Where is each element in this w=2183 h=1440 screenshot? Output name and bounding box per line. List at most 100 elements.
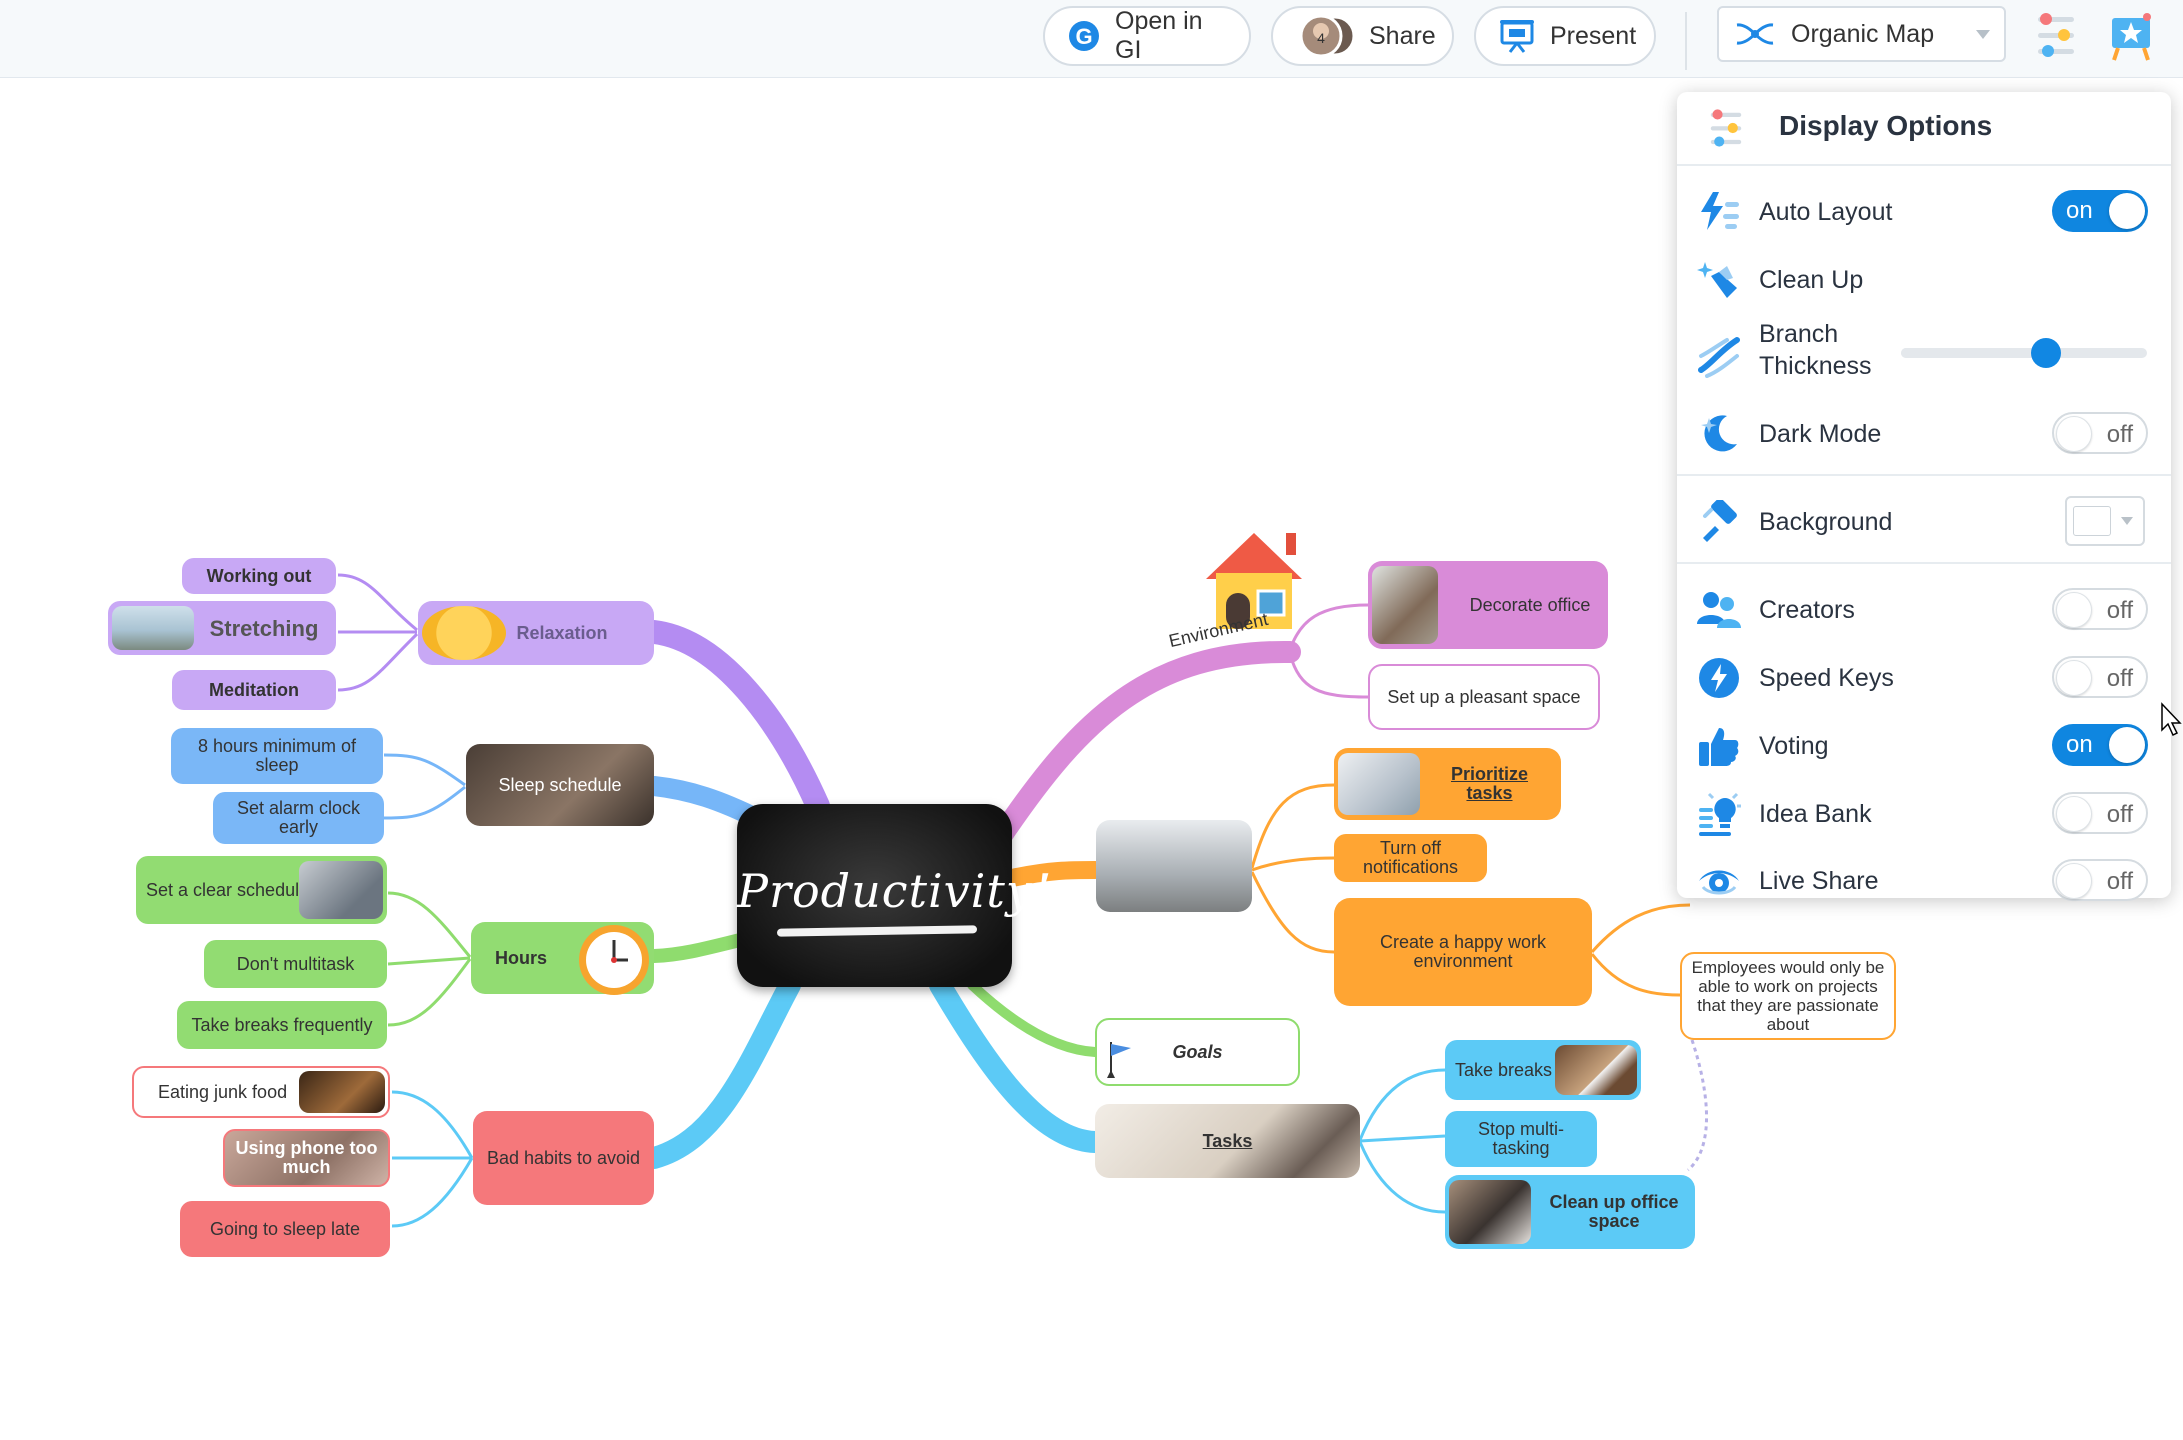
node-working-out[interactable]: Working out [182, 558, 336, 594]
node-bad-habits[interactable]: Bad habits to avoid [473, 1111, 654, 1205]
toggle-knob [2056, 660, 2092, 696]
node-label: 8 hours minimum of sleep [197, 736, 357, 775]
present-button[interactable]: Present [1474, 6, 1656, 66]
node-hours[interactable]: Hours [471, 922, 654, 995]
panel-pointer [2037, 80, 2067, 94]
live-share-toggle[interactable]: off [2052, 859, 2148, 901]
node-junk-food[interactable]: Eating junk food [132, 1066, 390, 1118]
node-label: Decorate office [1469, 594, 1591, 615]
present-icon [1500, 20, 1534, 53]
node-clear-schedule[interactable]: Set a clear schedule [136, 856, 387, 924]
node-label: Set alarm clock early [236, 798, 361, 837]
toggle-knob [2109, 193, 2145, 229]
themes-button[interactable] [2102, 6, 2160, 64]
node-label: Stretching [209, 615, 319, 641]
magic-easel-icon [2112, 13, 2151, 61]
auto-layout-toggle[interactable]: on [2052, 190, 2148, 232]
option-label: Creators [1759, 596, 1855, 624]
clean-office-image [1449, 1180, 1531, 1244]
node-take-breaks[interactable]: Take breaks [1445, 1040, 1641, 1100]
node-living-room-image[interactable] [1096, 820, 1252, 912]
node-turn-off-notifications[interactable]: Turn off notifications [1334, 834, 1487, 882]
node-label: Set up a pleasant space [1387, 686, 1581, 707]
creators-toggle[interactable]: off [2052, 588, 2148, 630]
speed-keys-icon [1699, 658, 1739, 698]
node-label: Goals [1172, 1041, 1223, 1062]
node-label: Bad habits to avoid [486, 1147, 641, 1168]
layout-select[interactable]: Organic Map [1717, 6, 2006, 62]
toggle-state: off [2106, 665, 2133, 692]
node-label: Going to sleep late [209, 1218, 361, 1239]
node-clean-office[interactable]: Clean up office space [1445, 1175, 1695, 1249]
node-decorate-office[interactable]: Decorate office [1368, 561, 1608, 649]
node-label: Tasks [1202, 1130, 1253, 1151]
node-dont-multitask[interactable]: Don't multitask [204, 940, 387, 988]
node-pleasant-space[interactable]: Set up a pleasant space [1368, 664, 1600, 730]
node-alarm[interactable]: Set alarm clock early [213, 792, 384, 844]
option-label-line1: Branch [1759, 320, 1839, 348]
toggle-knob [2056, 416, 2092, 452]
node-label: Set a clear schedule [146, 879, 310, 900]
toggle-state: off [2106, 801, 2133, 828]
display-options-button[interactable] [2027, 6, 2085, 64]
node-label: Relaxation [516, 622, 608, 643]
node-phone[interactable]: Using phone too much [223, 1129, 390, 1187]
speed-keys-toggle[interactable]: off [2052, 656, 2148, 698]
node-label: Working out [206, 565, 312, 586]
node-label: Meditation [209, 679, 299, 700]
node-employees[interactable]: Employees would only be able to work on … [1680, 952, 1896, 1040]
central-topic[interactable]: Productivity! [737, 804, 1051, 987]
dark-mode-toggle[interactable]: off [2052, 412, 2148, 454]
branch-relaxation [642, 620, 830, 818]
coffee-image [1555, 1045, 1637, 1095]
option-clean-up[interactable]: Clean Up [1677, 248, 2171, 308]
layout-select-value: Organic Map [1791, 19, 1935, 48]
option-label-line2: Thickness [1759, 352, 1872, 380]
eye-icon [1699, 870, 1739, 895]
option-label: Clean Up [1759, 266, 1864, 294]
node-meditation[interactable]: Meditation [172, 670, 336, 710]
open-in-gi-button[interactable]: G Open in GI [1043, 6, 1251, 66]
toggle-knob [2056, 592, 2092, 628]
option-label: Idea Bank [1759, 800, 1872, 828]
node-sleep-schedule[interactable]: Sleep schedule [466, 744, 654, 826]
collaborator-avatars: 4 [1299, 14, 1355, 58]
branch-hours [647, 933, 747, 963]
node-label: Stop multi-tasking [1477, 1119, 1565, 1158]
share-label: Share [1369, 21, 1436, 50]
toggle-state: off [2106, 421, 2133, 448]
option-auto-layout: Auto Layout on [1677, 180, 2171, 240]
mindmap-canvas[interactable] [0, 78, 2183, 1440]
node-tasks[interactable]: Tasks [1095, 1104, 1360, 1178]
lightning-layout-icon [1701, 192, 1739, 230]
node-label: Turn off notifications [1362, 838, 1459, 877]
mouse-cursor-icon [2161, 702, 2182, 737]
node-goals[interactable]: Goals [1095, 1018, 1300, 1086]
svg-text:4: 4 [1317, 30, 1325, 46]
branch-goals [967, 980, 1100, 1057]
node-eight-hours[interactable]: 8 hours minimum of sleep [171, 728, 383, 784]
color-swatch [2073, 506, 2111, 536]
stretching-image [112, 606, 194, 650]
option-label: Dark Mode [1759, 420, 1882, 448]
option-label: Live Share [1759, 867, 1879, 895]
idea-bank-toggle[interactable]: off [2052, 792, 2148, 834]
node-happy-environment[interactable]: Create a happy work environment [1334, 898, 1592, 1006]
slider-thumb[interactable] [2030, 338, 2061, 368]
node-sleep-late[interactable]: Going to sleep late [180, 1201, 390, 1257]
node-label: Take breaks frequently [191, 1014, 373, 1035]
display-options-panel: Display Options Auto Layout on Clean Up … [1677, 92, 2171, 901]
prioritize-image [1338, 753, 1420, 815]
branch-thickness-slider[interactable] [1901, 338, 2147, 368]
open-in-gi-label: Open in GI [1115, 7, 1203, 64]
node-label: Hours [495, 947, 548, 968]
node-take-breaks-frequently[interactable]: Take breaks frequently [177, 1001, 387, 1049]
house-icon [1206, 533, 1302, 629]
voting-toggle[interactable]: on [2052, 724, 2148, 766]
node-relaxation[interactable]: Relaxation [418, 601, 654, 665]
node-prioritize-tasks[interactable]: Prioritize tasks [1334, 748, 1561, 820]
share-button[interactable]: 4 Share [1271, 6, 1454, 66]
node-stretching[interactable]: Stretching [108, 601, 336, 655]
background-color-picker[interactable] [2065, 496, 2145, 546]
node-stop-multitasking[interactable]: Stop multi-tasking [1445, 1111, 1597, 1167]
